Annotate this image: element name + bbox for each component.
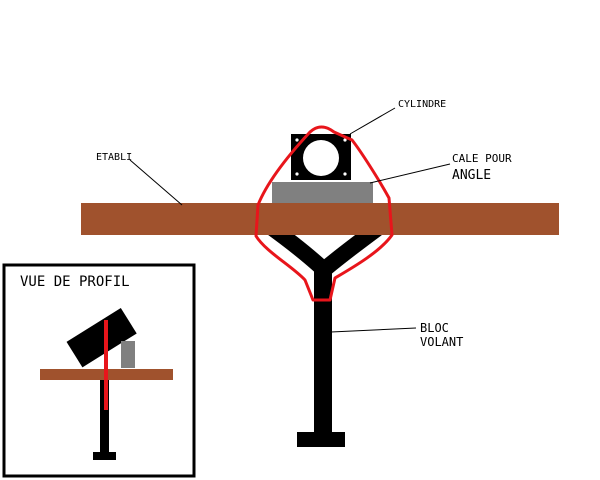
- profile-view-inset: VUE DE PROFIL: [2, 263, 196, 478]
- workbench: [81, 203, 559, 235]
- bloc-volant-outline: [254, 125, 394, 302]
- label-etabli: ETABLI: [96, 152, 132, 163]
- cylinder-screw-tl: [295, 138, 299, 142]
- label-cale-line2: ANGLE: [452, 168, 491, 183]
- label-bloc-line1: BLOC: [420, 321, 449, 335]
- label-cylindre: CYLINDRE: [398, 99, 446, 110]
- leader-bloc: [330, 327, 417, 333]
- inset-red-line: [104, 320, 108, 410]
- angle-wedge: [272, 182, 373, 203]
- support-post: [314, 265, 332, 435]
- cylinder-bore: [303, 140, 339, 176]
- inset-cylinder: [66, 308, 137, 368]
- inset-title: VUE DE PROFIL: [20, 274, 130, 290]
- support-base: [297, 432, 345, 447]
- label-cale-line1: CALE POUR: [452, 152, 512, 165]
- cylinder-screw-br: [343, 172, 347, 176]
- leader-cale: [369, 163, 451, 184]
- inset-base: [93, 452, 116, 460]
- cylinder-screw-bl: [295, 172, 299, 176]
- leader-etabli: [129, 159, 183, 206]
- label-bloc-line2: VOLANT: [420, 335, 463, 349]
- inset-gray-post: [121, 341, 135, 368]
- cylinder-screw-tr: [343, 138, 347, 142]
- leader-cylindre: [349, 107, 396, 135]
- inset-post: [100, 380, 109, 456]
